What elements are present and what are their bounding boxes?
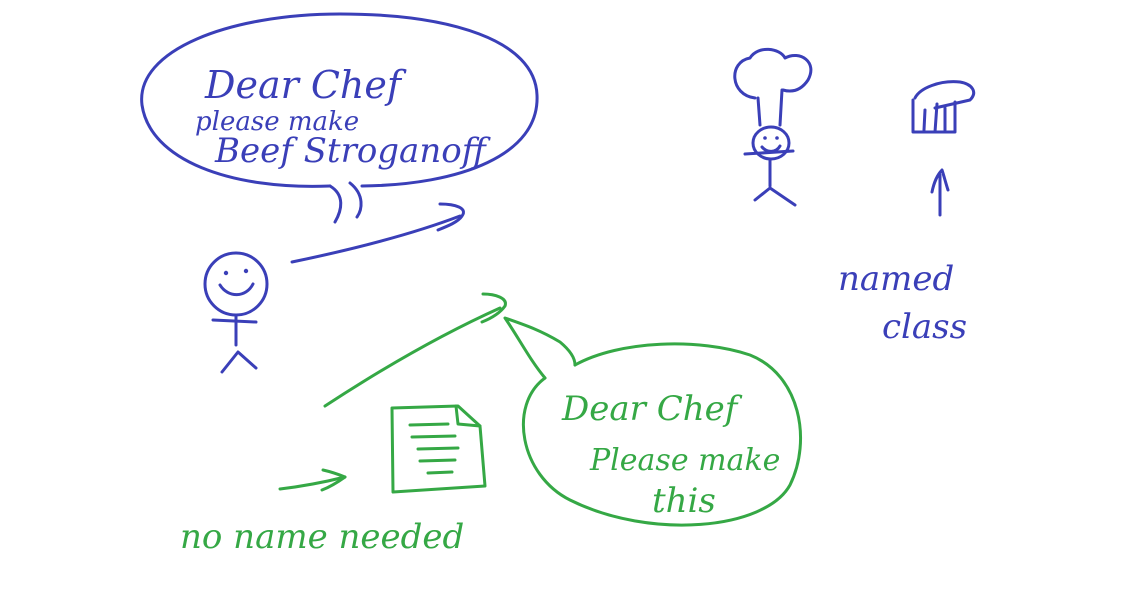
green-request-arrow (323, 292, 507, 408)
customer-stick-figure-icon (203, 251, 269, 374)
green-bubble-tail (503, 316, 577, 380)
chef-hat-class-icon (911, 80, 976, 134)
chef-stick-figure-icon (733, 47, 813, 207)
recipe-document-icon (390, 404, 487, 494)
blue-up-arrow (930, 168, 950, 217)
green-bubble-line1: Dear Chef (561, 389, 743, 429)
blue-bubble-tail (328, 181, 363, 224)
blue-request-arrow (290, 202, 465, 264)
green-small-arrow (278, 468, 347, 492)
green-bubble-line2: Please make (589, 443, 780, 478)
blue-bubble-line2: please make (195, 107, 359, 137)
green-speech-bubble: Dear Chef Please make this (503, 316, 802, 527)
blue-bubble-outline (140, 12, 539, 188)
green-bubble-outline (522, 342, 802, 527)
named-class-line2: class (882, 307, 967, 347)
blue-bubble-line1: Dear Chef (204, 63, 407, 107)
green-bubble-line3: this (652, 481, 716, 521)
named-class-line1: named (838, 259, 954, 299)
blue-bubble-line3: Beef Stroganoff (214, 131, 491, 171)
no-name-needed-label: no name needed (180, 517, 464, 557)
blue-speech-bubble: Dear Chef please make Beef Stroganoff (140, 12, 539, 224)
